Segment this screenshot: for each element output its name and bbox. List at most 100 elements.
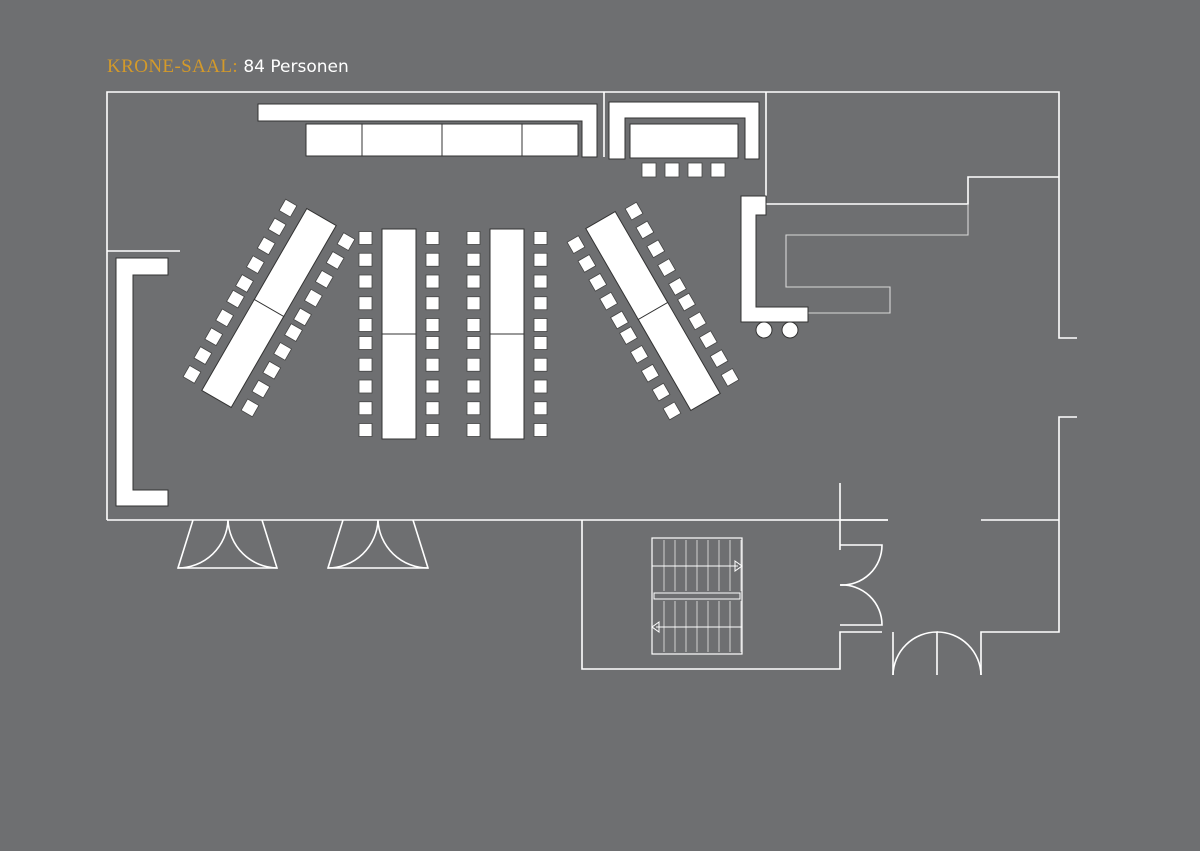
chair — [599, 291, 619, 311]
staircase — [651, 537, 743, 655]
table-block — [566, 201, 740, 421]
chair — [466, 296, 481, 311]
buffet-counter — [257, 103, 598, 158]
chair — [533, 357, 548, 372]
plan-title: KRONE-SAAL: 84 Personen — [107, 56, 349, 78]
chair — [533, 274, 548, 289]
table — [489, 333, 525, 440]
east-wall-lower — [980, 416, 1077, 675]
chair — [640, 363, 660, 383]
bar-stool — [641, 162, 657, 178]
chair — [533, 401, 548, 416]
buffet-segment — [521, 123, 579, 157]
table — [489, 228, 525, 335]
chair — [657, 258, 677, 278]
chair — [235, 274, 254, 293]
buffet-segment — [361, 123, 443, 157]
side-counter — [115, 257, 169, 507]
table — [585, 210, 669, 321]
chair — [251, 379, 271, 399]
chair — [619, 326, 638, 345]
chair — [193, 346, 213, 365]
chair — [215, 308, 235, 328]
chair — [182, 364, 202, 384]
main-hall-outer-wall — [106, 91, 1077, 520]
chair — [533, 336, 548, 350]
chair — [256, 236, 276, 256]
chair — [466, 318, 481, 332]
chair — [577, 254, 597, 273]
chair — [358, 336, 373, 350]
chair — [425, 274, 440, 289]
chair — [425, 318, 440, 332]
capacity-label: 84 Personen — [243, 57, 349, 77]
bar-back-counter — [608, 101, 760, 160]
chair — [358, 357, 373, 372]
bar-counter — [629, 123, 739, 159]
chair — [425, 423, 440, 437]
chair — [588, 272, 608, 292]
chair — [425, 357, 440, 372]
chair — [278, 198, 298, 218]
chair — [533, 296, 548, 311]
chair — [425, 231, 440, 245]
chair — [662, 401, 682, 421]
chair — [533, 379, 548, 394]
chair — [466, 401, 481, 416]
chair — [533, 252, 548, 267]
chair — [466, 336, 481, 350]
chair — [610, 310, 629, 330]
chair — [358, 318, 373, 332]
chair — [358, 379, 373, 394]
chair — [336, 232, 356, 252]
service-counter-outline — [785, 204, 969, 314]
chair — [325, 251, 345, 270]
table — [381, 333, 417, 440]
chair — [466, 423, 481, 437]
chair — [267, 217, 287, 237]
bar-stool — [664, 162, 680, 178]
chair — [204, 327, 224, 347]
chair — [709, 349, 729, 368]
chair — [425, 401, 440, 416]
chair — [466, 357, 481, 372]
buffet — [257, 103, 598, 158]
chair — [698, 330, 718, 350]
chair — [303, 288, 323, 308]
chair — [466, 231, 481, 245]
chair — [668, 277, 687, 296]
chair — [314, 269, 334, 289]
chair — [358, 401, 373, 416]
chair — [262, 360, 282, 380]
chair — [629, 344, 649, 364]
buffet-segment — [441, 123, 523, 157]
chair — [720, 367, 740, 387]
table-block — [182, 198, 356, 418]
chair — [687, 311, 707, 331]
table — [253, 207, 337, 318]
chair — [293, 307, 312, 327]
chair — [240, 398, 260, 418]
bar — [608, 101, 760, 178]
chair — [635, 220, 655, 240]
service-station — [740, 195, 809, 339]
chair — [358, 296, 373, 311]
bar-stool — [710, 162, 726, 178]
chair — [358, 252, 373, 267]
kitchen-stepped-wall — [766, 176, 1059, 205]
chair — [533, 423, 548, 437]
chair — [533, 231, 548, 245]
walls — [106, 91, 1077, 675]
chair — [425, 336, 440, 350]
chair — [358, 274, 373, 289]
chair — [466, 252, 481, 267]
chair — [226, 289, 245, 309]
chair — [566, 235, 586, 255]
chair — [273, 341, 293, 361]
chair — [425, 296, 440, 311]
chair — [284, 323, 303, 342]
table — [201, 298, 285, 409]
table — [381, 228, 417, 335]
chair — [677, 292, 696, 312]
chair — [425, 379, 440, 394]
